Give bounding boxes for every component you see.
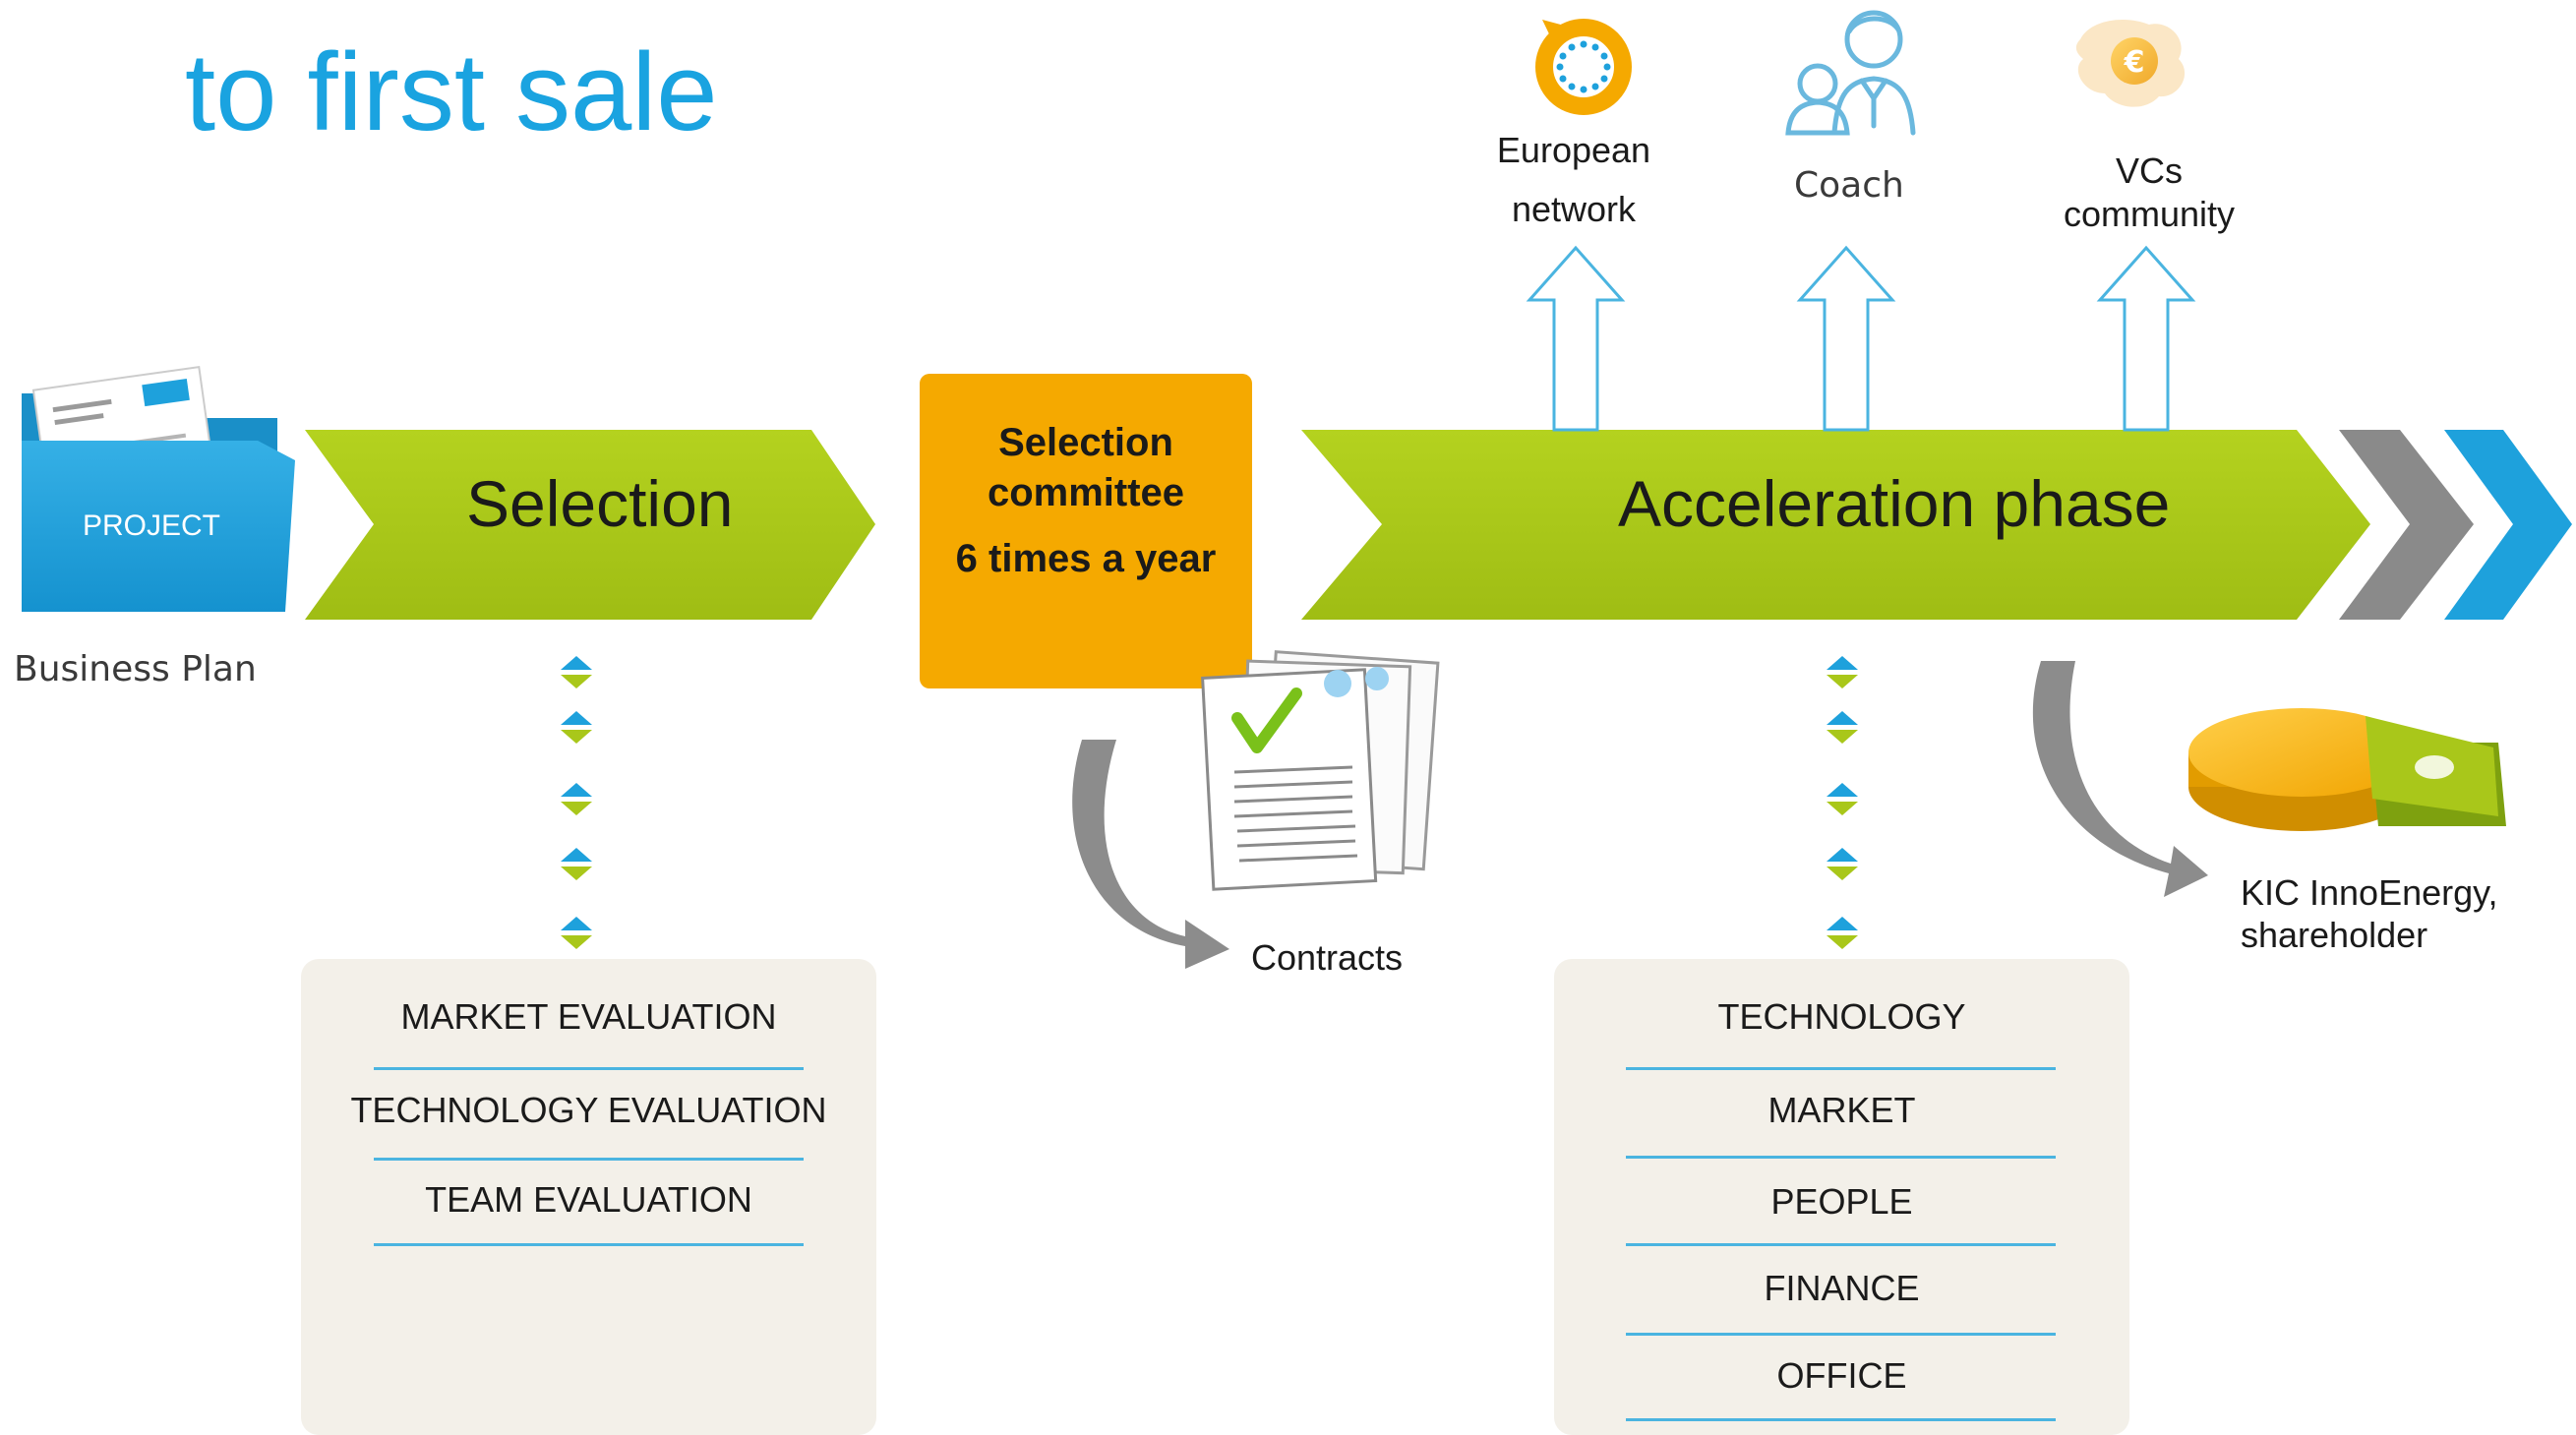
project-folder-icon — [22, 365, 295, 612]
project-label: PROJECT — [83, 509, 221, 542]
acceleration-item: TECHNOLOGY — [1717, 996, 1966, 1037]
acceleration-item: PEOPLE — [1770, 1181, 1913, 1222]
acceleration-separators — [1827, 656, 1858, 949]
divider — [374, 1158, 804, 1161]
european-network-line-1: European — [1496, 130, 1651, 170]
up-arrow-vcs — [2096, 245, 2196, 432]
up-arrow-european — [1526, 245, 1626, 432]
business-plan-caption: Business Plan — [14, 649, 257, 689]
contracts-curve-arrow — [1072, 740, 1229, 969]
shareholder-curve-arrow — [2032, 661, 2208, 897]
divider — [1626, 1067, 2056, 1070]
coach-label: Coach — [1794, 165, 1904, 206]
contracts-label: Contracts — [1251, 937, 1404, 978]
acceleration-item: OFFICE — [1776, 1355, 1907, 1396]
acceleration-chevron — [1301, 430, 2370, 620]
acceleration-item: MARKET — [1767, 1090, 1916, 1130]
committee-box — [920, 374, 1252, 688]
selection-item: MARKET EVALUATION — [400, 996, 777, 1037]
selection-label: Selection — [466, 467, 734, 540]
divider — [1626, 1418, 2056, 1421]
acceleration-item: FINANCE — [1764, 1268, 1920, 1308]
page-title: to first sale — [185, 30, 718, 153]
committee-line-1: Selection — [998, 421, 1173, 464]
selection-item: TECHNOLOGY EVALUATION — [350, 1090, 827, 1130]
svg-text:€: € — [2124, 45, 2145, 80]
vcs-community-icon: € — [2075, 20, 2186, 107]
divider — [374, 1243, 804, 1246]
selection-item: TEAM EVALUATION — [425, 1179, 752, 1220]
vcs-line-2: community — [2063, 194, 2236, 234]
acceleration-label: Acceleration phase — [1618, 467, 2171, 540]
gray-chevron — [2339, 430, 2474, 620]
selection-chevron — [305, 430, 875, 620]
committee-line-2: committee — [987, 471, 1185, 514]
divider — [374, 1067, 804, 1070]
blue-chevron — [2444, 430, 2572, 620]
european-network-line-2: network — [1511, 189, 1637, 229]
shareholder-line-1: KIC InnoEnergy, — [2241, 872, 2498, 913]
selection-panel: MARKET EVALUATION TECHNOLOGY EVALUATION … — [301, 959, 876, 1435]
shareholder-pie-icon — [2188, 708, 2506, 831]
divider — [1626, 1333, 2056, 1336]
divider — [1626, 1243, 2056, 1246]
divider — [1626, 1156, 2056, 1159]
acceleration-panel: TECHNOLOGY MARKET PEOPLE FINANCE OFFICE — [1554, 959, 2129, 1435]
committee-line-3: 6 times a year — [955, 537, 1217, 580]
up-arrow-coach — [1796, 245, 1896, 432]
selection-separators — [561, 656, 592, 949]
shareholder-line-2: shareholder — [2241, 915, 2428, 955]
coach-icon — [1785, 10, 1916, 136]
european-network-icon — [1535, 19, 1632, 115]
contracts-icon — [1201, 650, 1440, 891]
vcs-line-1: VCs — [2115, 150, 2183, 191]
